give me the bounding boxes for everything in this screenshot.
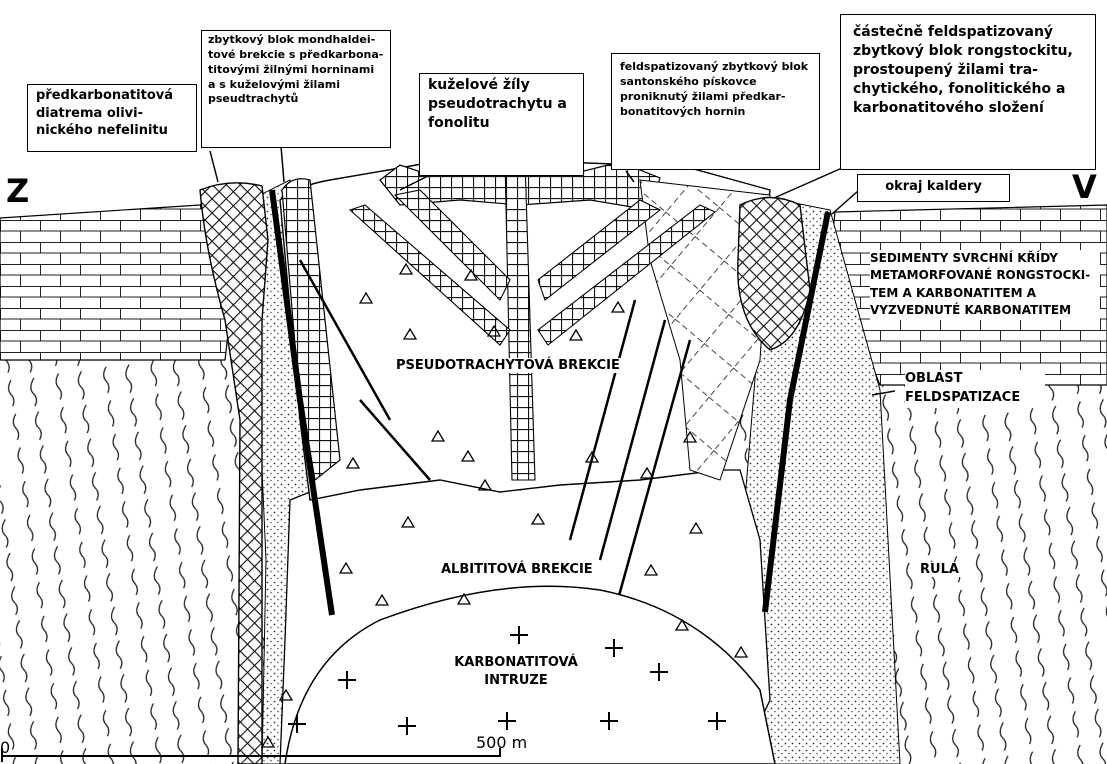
zone-label-sediments: SEDIMENTY SVRCHNÍ KŘÍDY METAMORFOVANÉ RO…	[870, 250, 1100, 320]
callout-cone-sheets: kuželové žíly pseudotrachytu a fonolitu	[419, 73, 584, 176]
zone-label-gneiss: RULA	[918, 562, 961, 577]
scale-bar-start-label: 0	[0, 738, 10, 757]
zone-label-albitite-breccia: ALBITITOVÁ BREKCIE	[439, 562, 595, 577]
callout-caldera-rim: okraj kaldery	[857, 174, 1010, 202]
zone-label-feldspathization: OBLAST FELDSPATIZACE	[905, 370, 1045, 408]
callout-diatreme: předkarbonatitová diatrema olivi-nického…	[27, 84, 197, 152]
zone-label-pseudotrachyte-breccia: PSEUDOTRACHYTOVÁ BREKCIE	[394, 358, 622, 373]
scale-bar-end-label: 500 m	[476, 733, 527, 752]
east-direction-label: V	[1072, 168, 1097, 206]
west-direction-label: Z	[6, 172, 29, 210]
zone-label-carbonatite-intrusion: KARBONATITOVÁ INTRUZE	[448, 654, 584, 690]
callout-rongstockite-block: částečně feldspatizovaný zbytkový blok r…	[840, 14, 1096, 170]
callout-mondhaldeite-block: zbytkový blok mondhaldei-tové brekcie s …	[201, 30, 391, 148]
callout-santonian-block: feldspatizovaný zbytkový blok santonskéh…	[611, 53, 820, 170]
